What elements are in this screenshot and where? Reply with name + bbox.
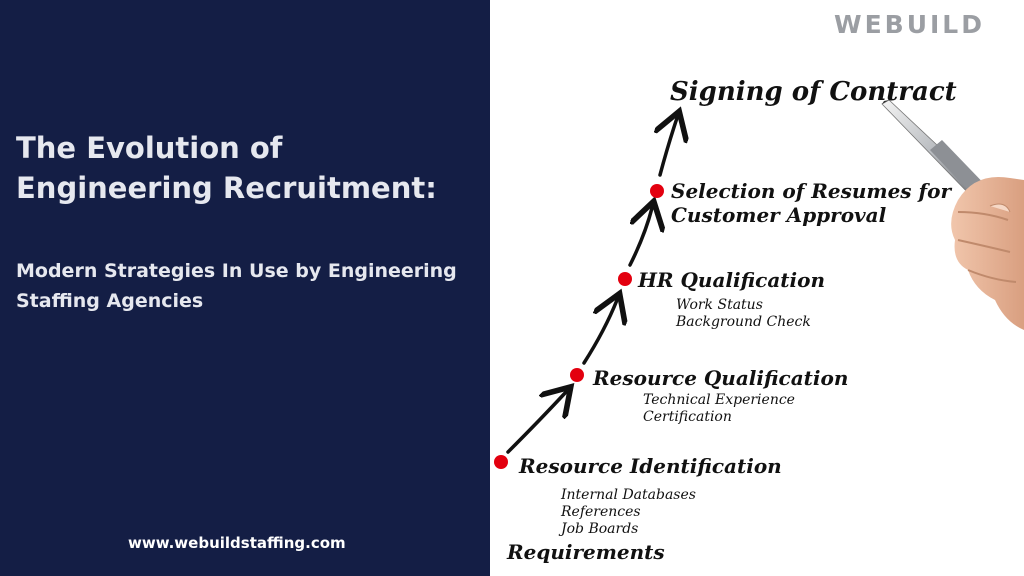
resource-qual-sub-technical-experience: Technical Experience xyxy=(643,392,795,408)
arrow-2 xyxy=(582,300,617,365)
step-resource-identification: Resource Identification xyxy=(519,454,782,478)
step-resource-qualification: Resource Qualification xyxy=(593,366,849,390)
hand-icon xyxy=(951,176,1024,330)
left-panel: The Evolution of Engineering Recruitment… xyxy=(0,0,490,576)
resource-id-sub-job-boards: Job Boards xyxy=(561,521,639,537)
title-line-1: The Evolution of xyxy=(16,131,283,165)
resource-id-sub-references: References xyxy=(561,504,641,520)
dot-resource-identification xyxy=(494,455,508,469)
right-panel xyxy=(490,0,1024,576)
step-selection-line-1: Selection of Resumes for xyxy=(671,179,951,203)
webuild-logo: WEBUILD xyxy=(834,10,985,39)
step-hr-qualification: HR Qualification xyxy=(638,268,825,292)
arrow-3 xyxy=(628,208,652,267)
subtitle-line-2: Staffing Agencies xyxy=(16,290,204,312)
dot-hr-qualification xyxy=(618,272,632,286)
website-url: www.webuildstaffing.com xyxy=(128,534,346,552)
arrow-1 xyxy=(506,392,566,454)
subtitle: Modern Strategies In Use by Engineering … xyxy=(16,256,486,316)
hr-sub-background-check: Background Check xyxy=(676,314,811,330)
arrow-4 xyxy=(660,118,677,177)
subtitle-line-1: Modern Strategies In Use by Engineering xyxy=(16,260,457,282)
dot-selection xyxy=(650,184,664,198)
step-requirements: Requirements xyxy=(507,540,665,564)
main-title: The Evolution of Engineering Recruitment… xyxy=(16,128,437,208)
step-signing-of-contract: Signing of Contract xyxy=(670,77,957,107)
dot-resource-qualification xyxy=(570,368,584,382)
resource-id-sub-internal-databases: Internal Databases xyxy=(561,487,696,503)
title-line-2: Engineering Recruitment: xyxy=(16,171,437,205)
hr-sub-work-status: Work Status xyxy=(676,297,763,313)
resource-qual-sub-certification: Certification xyxy=(643,409,732,425)
step-selection-line-2: Customer Approval xyxy=(671,203,887,227)
